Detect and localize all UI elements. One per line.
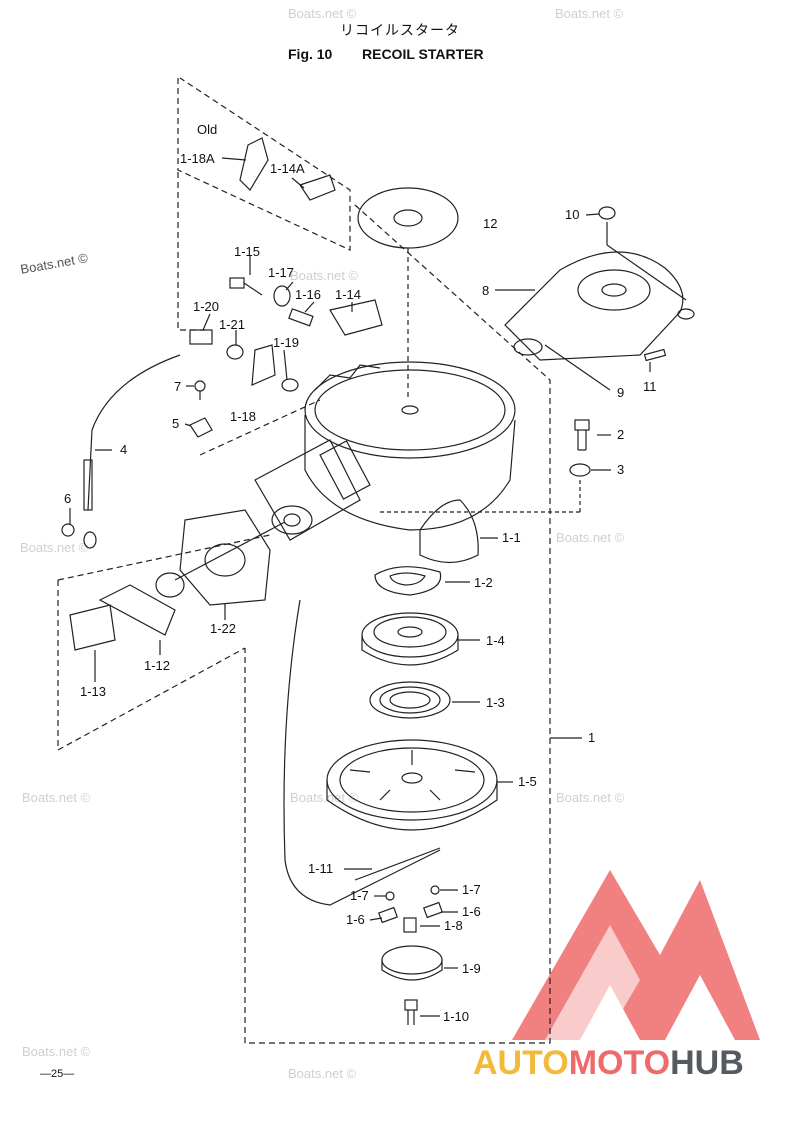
- watermark: Boats.net ©: [20, 540, 89, 555]
- part-1-3-spring: [369, 681, 451, 719]
- watermark: Boats.net ©: [288, 1066, 357, 1081]
- callout-1-5: 1-5: [518, 774, 537, 789]
- callout-1-10: 1-10: [443, 1009, 470, 1024]
- callout-1-19: 1-19: [273, 335, 300, 350]
- part-1-19-washer: [281, 378, 299, 392]
- watermark: Boats.net ©: [22, 1044, 91, 1059]
- part-1-14-pawl: [329, 299, 383, 336]
- callout-3: 3: [617, 462, 625, 477]
- callout-10: 10: [565, 207, 580, 222]
- callout-6: 6: [64, 491, 72, 506]
- part-12-plate: [357, 187, 459, 249]
- watermark: Boats.net ©: [22, 790, 91, 805]
- part-1-14a-pawl: [299, 174, 336, 201]
- callout-1-14a: 1-14A: [270, 161, 305, 176]
- callout-1-2: 1-2: [474, 575, 493, 590]
- page-number: —25—: [40, 1068, 75, 1080]
- part-1-7-spring: [385, 891, 395, 901]
- callout-1-6-left: 1-6: [346, 912, 365, 927]
- callout-1-4: 1-4: [486, 633, 505, 648]
- part-1-6-ratchet: [378, 906, 398, 924]
- part-11: [643, 348, 667, 362]
- callout-1-8: 1-8: [444, 918, 463, 933]
- callout-11: 11: [643, 379, 657, 394]
- callout-1-20: 1-20: [193, 299, 220, 314]
- part-1-22-plate: [179, 509, 271, 606]
- part-1-15-bolt: [229, 277, 245, 289]
- watermark: Boats.net ©: [288, 6, 357, 21]
- part-1-12-handle: [98, 584, 176, 636]
- part-1-16-pin: [288, 308, 314, 327]
- callout-1-12: 1-12: [144, 658, 171, 673]
- part-7-screw: [194, 380, 206, 392]
- watermark: Boats.net ©: [290, 790, 359, 805]
- part-1-1-housing: [254, 361, 516, 564]
- callout-7: 7: [174, 379, 182, 394]
- old-parts-boundary: [177, 77, 351, 251]
- callout-1-1: 1-1: [502, 530, 521, 545]
- logo-triangle: [512, 870, 760, 1040]
- watermark: Boats.net ©: [555, 6, 624, 21]
- logo-auto: AUTO: [473, 1044, 569, 1082]
- part-1-21-collar: [226, 344, 244, 360]
- callout-1-17: 1-17: [268, 265, 295, 280]
- callout-4: 4: [120, 442, 128, 457]
- callout-1-9: 1-9: [462, 961, 481, 976]
- part-1-18-lever: [251, 344, 276, 386]
- callout-1-13: 1-13: [80, 684, 107, 699]
- callout-1-6-right: 1-6: [462, 904, 481, 919]
- callout-2: 2: [617, 427, 625, 442]
- logo-moto: MOTO: [568, 1044, 671, 1082]
- callout-1-7-left: 1-7: [350, 888, 369, 903]
- watermark: Boats.net ©: [290, 268, 359, 283]
- callout-1-16: 1-16: [295, 287, 322, 302]
- logo-hub: HUB: [670, 1044, 744, 1082]
- automotohub-logo: AUTOMOTOHUB: [473, 1044, 744, 1083]
- part-1-8-spring: [403, 917, 417, 933]
- callout-1-14: 1-14: [335, 287, 362, 302]
- callout-1-18a: 1-18A: [180, 151, 215, 166]
- part-1-2-gasket: [374, 566, 442, 596]
- callout-1-22: 1-22: [210, 621, 237, 636]
- part-1-20-bolt: [189, 329, 213, 345]
- part-1-18a-lever: [239, 137, 269, 191]
- part-2-bolt: [574, 419, 590, 431]
- part-9-grommet: [513, 338, 543, 356]
- part-1-6-ratchet: [423, 901, 443, 919]
- callout-1: 1: [588, 730, 596, 745]
- part-4-cable: [87, 354, 181, 511]
- part-1-11-rope: [283, 599, 441, 906]
- title-japanese: リコイルスタータ: [340, 23, 460, 39]
- part-5-block: [189, 417, 213, 438]
- callout-1-15: 1-15: [234, 244, 261, 259]
- part-1-17-spring: [273, 285, 291, 307]
- callout-12: 12: [483, 216, 498, 231]
- watermark: Boats.net ©: [556, 530, 625, 545]
- part-1-10-bolt: [404, 999, 418, 1011]
- part-3-washer: [569, 463, 591, 477]
- part-6-clip: [61, 523, 75, 537]
- part-1-4-case: [361, 612, 459, 658]
- callout-8: 8: [482, 283, 490, 298]
- part-1-7-spring: [430, 885, 440, 895]
- part-1-5-reel: [326, 739, 498, 831]
- callout-1-21: 1-21: [219, 317, 246, 332]
- callout-1-11: 1-11: [308, 861, 334, 876]
- part-8-cover: [504, 251, 684, 361]
- figure-title: RECOIL STARTER: [362, 46, 484, 62]
- callout-9: 9: [617, 385, 625, 400]
- part-1-9-guide: [381, 945, 443, 975]
- callout-1-3: 1-3: [486, 695, 505, 710]
- callout-5: 5: [172, 416, 180, 431]
- part-10-nut: [598, 206, 616, 220]
- watermark: Boats.net ©: [556, 790, 625, 805]
- callout-1-7-right: 1-7: [462, 882, 481, 897]
- old-parts-label: Old: [197, 122, 218, 137]
- callout-1-18: 1-18: [230, 409, 257, 424]
- figure-number: Fig. 10: [288, 46, 333, 62]
